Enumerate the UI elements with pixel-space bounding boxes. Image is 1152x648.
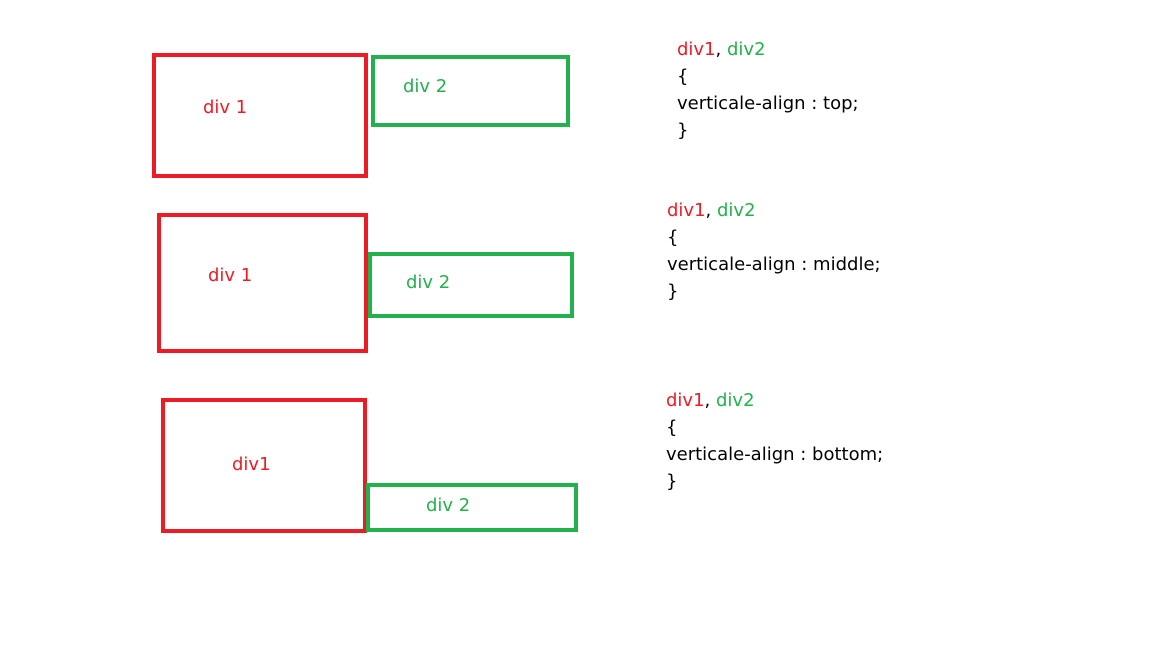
selector-div2: div2 [711, 200, 756, 221]
open-brace: { [666, 417, 678, 438]
div2-box-bottom [366, 483, 578, 532]
div1-box-top [152, 53, 368, 178]
css-rule-top: div1, div2 { verticale-align : top; } [677, 36, 859, 144]
div2-label-bottom: div 2 [426, 495, 471, 516]
selector-comma: , [715, 39, 722, 60]
css-rule-middle: div1, div2 { verticale-align : middle; } [667, 197, 881, 305]
selector-div1: div1 [677, 39, 716, 60]
declaration: verticale-align : bottom; [666, 444, 884, 465]
close-brace: } [667, 281, 679, 302]
div1-label-bottom: div1 [232, 454, 271, 475]
div1-label-top: div 1 [203, 97, 248, 118]
selector-line: div1, div2 [666, 387, 883, 414]
css-rule-bottom: div1, div2 { verticale-align : bottom; } [666, 387, 883, 495]
selector-comma: , [705, 200, 712, 221]
open-brace: { [667, 227, 679, 248]
selector-div1: div1 [666, 390, 705, 411]
selector-line: div1, div2 [667, 197, 881, 224]
div2-box-middle [368, 252, 574, 318]
selector-div2: div2 [710, 390, 755, 411]
close-brace: } [677, 120, 689, 141]
div2-label-top: div 2 [403, 76, 448, 97]
div2-label-middle: div 2 [406, 272, 451, 293]
selector-comma: , [704, 390, 711, 411]
close-brace: } [666, 471, 678, 492]
declaration: verticale-align : top; [677, 93, 859, 114]
selector-line: div1, div2 [677, 36, 859, 63]
selector-div2: div2 [721, 39, 766, 60]
declaration: verticale-align : middle; [667, 254, 881, 275]
div1-label-middle: div 1 [208, 265, 253, 286]
open-brace: { [677, 66, 689, 87]
selector-div1: div1 [667, 200, 706, 221]
div1-box-bottom [161, 398, 367, 533]
div1-box-middle [157, 213, 368, 353]
div2-box-top [371, 55, 570, 127]
